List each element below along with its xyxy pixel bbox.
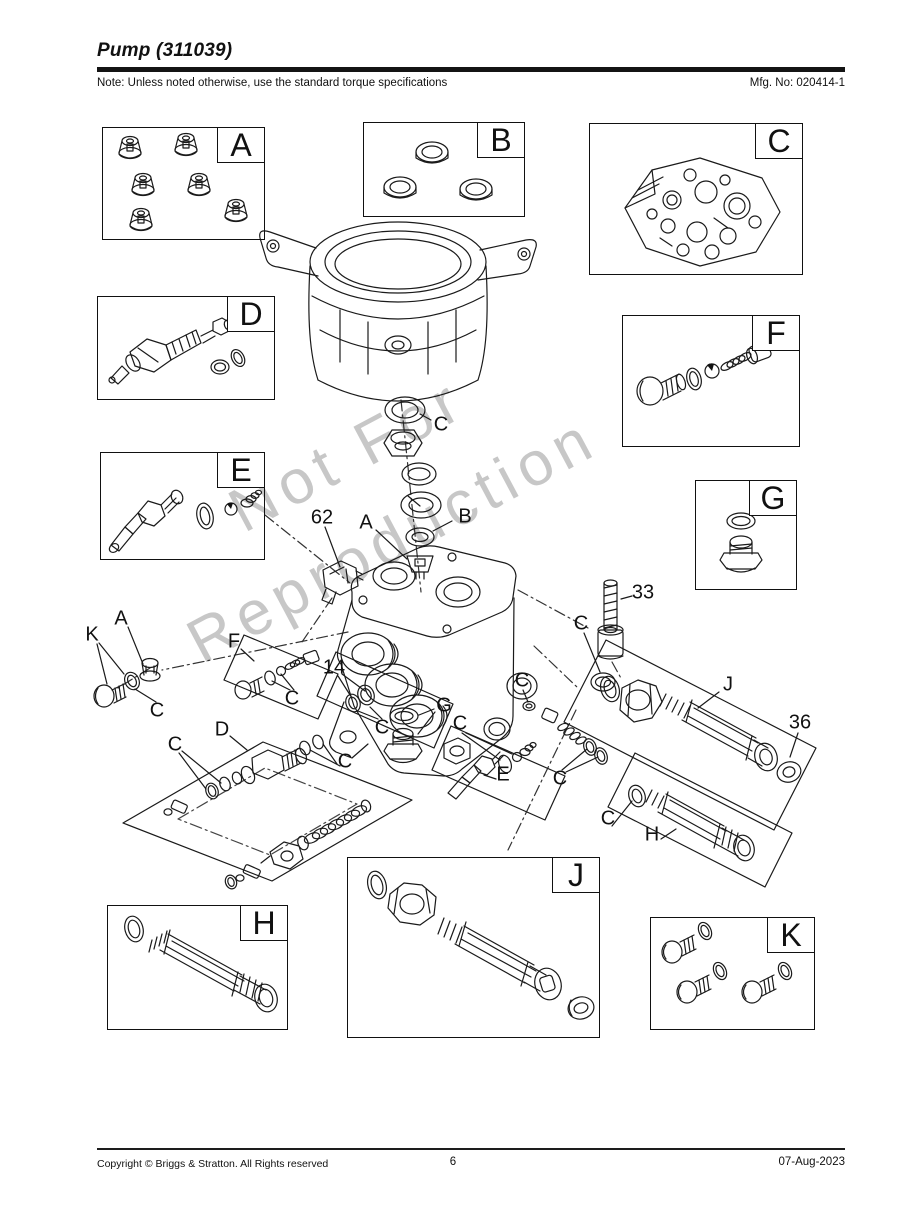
box-h-parts bbox=[122, 914, 281, 1014]
part-label-f: F bbox=[227, 630, 241, 653]
part-label-h: H bbox=[644, 823, 660, 846]
callout-box-f: F bbox=[622, 315, 800, 447]
callout-tab-b: B bbox=[477, 121, 524, 158]
part-label-33: 33 bbox=[631, 581, 655, 604]
header-rule bbox=[97, 67, 845, 72]
callout-letter-d: D bbox=[239, 295, 263, 332]
callout-box-d: D bbox=[97, 296, 275, 400]
part-label-b-ring: B bbox=[458, 505, 472, 528]
kit-d-diamond bbox=[123, 734, 412, 891]
kit-f-diamond bbox=[224, 635, 338, 719]
manifold-block bbox=[330, 546, 537, 776]
callout-tab-c: C bbox=[755, 122, 802, 159]
callout-box-h: H bbox=[107, 905, 288, 1030]
part-label-62: 62 bbox=[310, 506, 334, 529]
callout-tab-j: J bbox=[552, 856, 599, 893]
page-title: Pump (311039) bbox=[97, 40, 233, 61]
part-label-14: 14 bbox=[322, 656, 346, 679]
box-e-parts bbox=[108, 488, 262, 554]
callout-tab-k: K bbox=[767, 916, 814, 953]
callout-tab-d: D bbox=[227, 295, 274, 332]
callout-box-g: G bbox=[695, 480, 797, 590]
copyright-text: Copyright © Briggs & Stratton. All Right… bbox=[97, 1158, 329, 1170]
callout-tab-f: F bbox=[752, 314, 799, 351]
callout-box-j: J bbox=[347, 857, 600, 1038]
callout-box-b: B bbox=[363, 122, 525, 217]
footer-date: 07-Aug-2023 bbox=[778, 1156, 846, 1168]
callout-letter-k: K bbox=[780, 916, 802, 953]
callout-letter-g: G bbox=[760, 479, 786, 516]
kit-j-diamond bbox=[564, 640, 816, 830]
footer-rule bbox=[97, 1148, 845, 1150]
mfg-number: Mfg. No: 020414-1 bbox=[749, 77, 845, 89]
part-label-a-cap: A bbox=[114, 607, 128, 630]
part-label-d: D bbox=[214, 718, 230, 741]
box-k-parts bbox=[662, 920, 794, 1003]
callout-tab-g: G bbox=[749, 479, 796, 516]
part-label-c-14: C bbox=[374, 716, 390, 739]
box-d-parts bbox=[109, 318, 248, 384]
part-label-c-h: C bbox=[600, 807, 616, 830]
box-c-parts bbox=[625, 158, 780, 266]
torque-note: Note: Unless noted otherwise, use the st… bbox=[97, 77, 448, 89]
part-label-g: G bbox=[436, 694, 452, 717]
oring-under-33 bbox=[591, 673, 615, 691]
leader-lines bbox=[97, 414, 798, 839]
part-label-c-e1: C bbox=[452, 712, 468, 735]
page-number: 6 bbox=[449, 1156, 457, 1168]
callout-box-e: E bbox=[100, 452, 265, 560]
part-label-c-33: C bbox=[573, 612, 589, 635]
callout-box-k: K bbox=[650, 917, 815, 1030]
part-label-a-valve: A bbox=[359, 511, 373, 534]
part-g-plug bbox=[384, 708, 422, 763]
callout-tab-e: E bbox=[217, 451, 264, 488]
part-label-c-f: C bbox=[284, 687, 300, 710]
check-valve-chain bbox=[523, 702, 610, 767]
box-b-parts bbox=[384, 142, 492, 200]
part-label-e: E bbox=[496, 763, 510, 786]
kit-e-diamond bbox=[432, 726, 565, 820]
callout-letter-e: E bbox=[230, 451, 252, 488]
part-label-36: 36 bbox=[788, 711, 812, 734]
pump-housing bbox=[260, 222, 537, 401]
callout-box-c: C bbox=[589, 123, 803, 275]
part-label-c-chain: C bbox=[514, 669, 530, 692]
callout-letter-j: J bbox=[568, 856, 584, 893]
part-label-c-seal: C bbox=[433, 413, 449, 436]
box-j-parts bbox=[365, 869, 597, 1022]
part-label-c-e2: C bbox=[552, 767, 568, 790]
kit-h-diamond bbox=[608, 753, 792, 887]
valve-stack bbox=[384, 397, 441, 579]
callout-letter-a: A bbox=[230, 126, 252, 163]
part-label-c-d2: C bbox=[337, 750, 353, 773]
callout-letter-c: C bbox=[767, 122, 791, 159]
callout-tab-a: A bbox=[217, 126, 264, 163]
socket-bolt-33 bbox=[598, 580, 623, 659]
part-label-c-d1: C bbox=[167, 733, 183, 756]
elbow-fitting-62 bbox=[322, 561, 363, 604]
callout-letter-f: F bbox=[766, 314, 786, 351]
box-a-parts bbox=[119, 134, 247, 231]
part-label-c-left: C bbox=[149, 699, 165, 722]
part-label-j: J bbox=[723, 673, 733, 696]
part-label-k: K bbox=[85, 623, 99, 646]
callout-letter-h: H bbox=[252, 904, 276, 941]
callout-letter-b: B bbox=[490, 121, 512, 158]
callout-box-a: A bbox=[102, 127, 265, 240]
callout-tab-h: H bbox=[240, 904, 287, 941]
box-g-parts bbox=[720, 513, 762, 572]
